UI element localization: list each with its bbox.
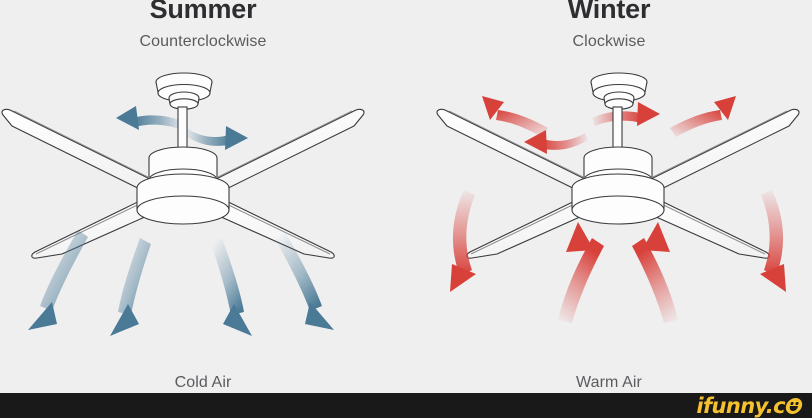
fan-diagram-winter (436, 72, 800, 323)
motor-hub-winter (571, 173, 665, 225)
airflow-arrows-winter (558, 222, 678, 323)
rotation-arrow-right-summer (186, 126, 248, 150)
panel-winter: Winter Clockwise (406, 0, 812, 393)
rotation-arrow-left-winter (524, 130, 588, 154)
air-label-winter: Warm Air (576, 374, 642, 391)
season-title-winter: Winter (567, 0, 651, 24)
air-label-summer: Cold Air (174, 374, 232, 391)
fan-blades-winter (436, 108, 800, 259)
airflow-arrows-summer (28, 230, 334, 336)
fan-diagram-summer (1, 72, 365, 336)
fan-blades-summer (1, 108, 365, 259)
panel-summer: Summer Counterclockwise (0, 0, 406, 393)
smiley-face-icon (784, 398, 804, 414)
ifunny-watermark-logo: ifunny.c (696, 394, 804, 418)
ceiling-mount-summer (155, 72, 213, 110)
diagonal-arrow-upper-left-winter (482, 96, 548, 137)
side-arrow-right-winter (760, 190, 786, 292)
season-subtitle-winter: Clockwise (572, 33, 646, 50)
rotation-arrow-left-summer (116, 106, 183, 130)
diagonal-arrow-upper-right-winter (670, 96, 736, 137)
motor-hub-summer (136, 173, 230, 225)
season-title-summer: Summer (149, 0, 257, 24)
side-arrow-left-winter (450, 190, 476, 292)
ifunny-logo-text: ifunny.c (696, 394, 785, 418)
ceiling-mount-winter (590, 72, 648, 110)
watermark-bar (0, 393, 812, 418)
season-subtitle-summer: Counterclockwise (139, 33, 267, 50)
